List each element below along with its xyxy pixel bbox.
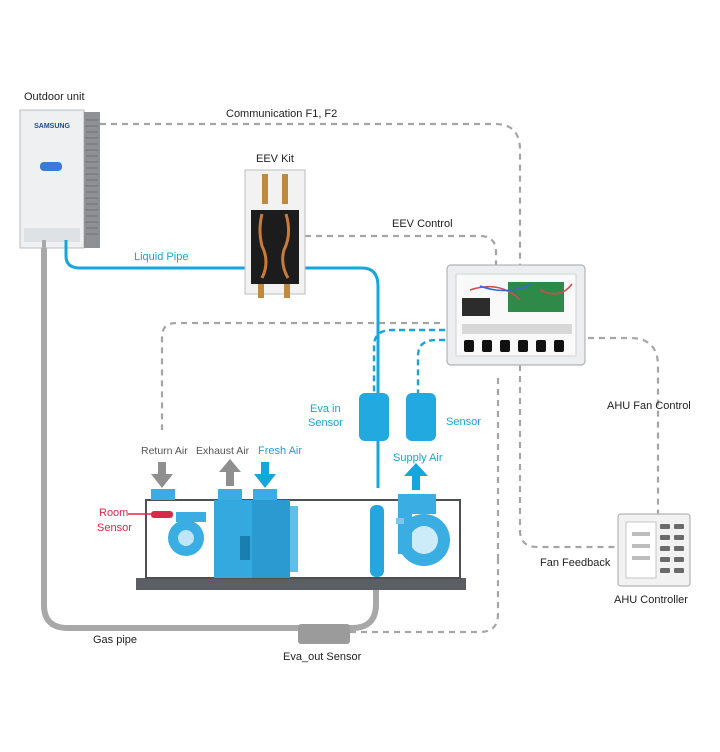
brand-label: SAMSUNG — [34, 123, 70, 130]
exhaust-air-arrow — [219, 459, 241, 486]
ahu-controller-icon — [617, 513, 691, 587]
exhaust-air-label: Exhaust Air — [196, 445, 250, 457]
eev-control-label: EEV Control — [392, 218, 453, 230]
gas-pipe — [41, 248, 379, 631]
ahu-unit-icon — [136, 489, 466, 590]
supply-air-label: Supply Air — [393, 452, 443, 464]
return-air-arrow — [151, 462, 173, 488]
control-box-icon — [446, 264, 586, 366]
eev-kit-label: EEV Kit — [256, 153, 294, 165]
fresh-air-label: Fresh Air — [258, 445, 302, 457]
outdoor-unit-label: Outdoor unit — [24, 91, 85, 103]
supply-air-sensor — [406, 393, 436, 441]
eva-in-label-line2: Sensor — [308, 417, 343, 429]
room-sensor-label-line2: Sensor — [97, 522, 132, 534]
control-wiring — [100, 122, 660, 634]
eva-in-label-line1: Eva in — [310, 403, 341, 415]
outdoor-unit-icon: SAMSUNG — [19, 109, 100, 250]
eva-out-sensor-label: Eva_out Sensor — [283, 651, 362, 663]
room-sensor — [151, 511, 173, 518]
room-sensor-label-line1: Room — [99, 507, 128, 519]
ahu-fan-control-label: AHU Fan Control — [607, 400, 691, 412]
fresh-air-arrow — [254, 462, 276, 488]
sensor-label: Sensor — [446, 416, 481, 428]
liquid-pipe-label: Liquid Pipe — [134, 251, 188, 263]
eva-in-sensor — [359, 393, 389, 441]
eev-kit-icon — [244, 169, 306, 298]
sensor-leads — [372, 328, 445, 393]
gas-pipe-label: Gas pipe — [93, 634, 137, 646]
eva-out-sensor-block — [298, 624, 350, 644]
supply-air-arrow — [404, 463, 428, 490]
fan-feedback-label: Fan Feedback — [540, 557, 611, 569]
ahu-controller-label: AHU Controller — [614, 594, 688, 606]
liquid-pipe — [64, 248, 380, 488]
return-air-label: Return Air — [141, 445, 188, 457]
communication-label: Communication F1, F2 — [226, 108, 337, 120]
